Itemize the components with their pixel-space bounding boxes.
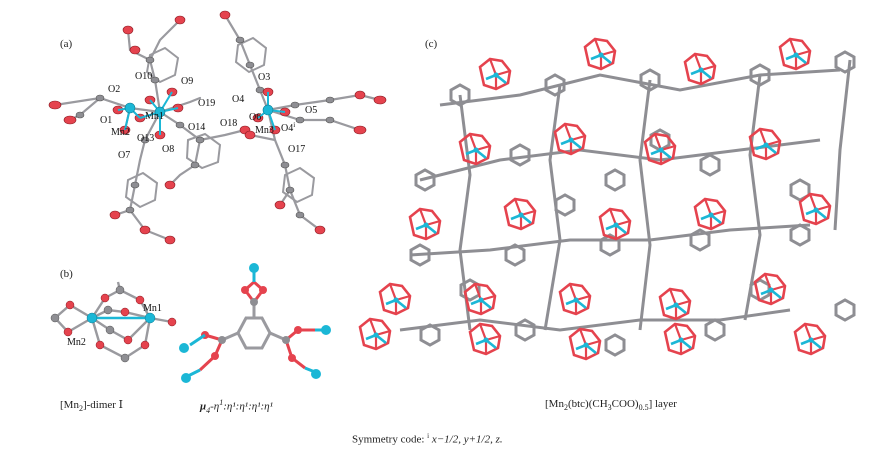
label-o13: O13 xyxy=(137,133,154,144)
label-o8: O8 xyxy=(162,144,174,155)
label-o3: O3 xyxy=(258,72,270,83)
label-o2: O2 xyxy=(108,84,120,95)
label-o7: O7 xyxy=(118,150,130,161)
label-o9: O9 xyxy=(181,76,193,87)
label-mn2: Mn2 xyxy=(111,127,130,138)
caption-coordination-mode: μ4-η1:η¹:η¹:η¹:η¹ xyxy=(200,398,273,415)
label-mn3: Mn3 xyxy=(255,125,274,136)
panel-label-a: (a) xyxy=(60,38,73,50)
label-o1: O1 xyxy=(100,115,112,126)
label-o10: O10 xyxy=(135,71,152,82)
label-o6: O6 xyxy=(249,112,261,123)
dimer-label-mn2: Mn2 xyxy=(67,337,86,348)
caption-layer: [Mn2(btc)(CH3COO)0.5] layer xyxy=(545,398,677,413)
label-o14: O14 xyxy=(188,122,205,133)
label-o17: O17 xyxy=(288,144,305,155)
symmetry-code: Symmetry code: i x−1/2, y+1/2, z. xyxy=(352,432,503,446)
label-mn1: Mn1 xyxy=(145,111,164,122)
label-o5: O5 xyxy=(305,105,317,116)
panel-label-c: (c) xyxy=(425,38,438,50)
label-o4i: O4i xyxy=(281,121,295,134)
dimer-label-mn1: Mn1 xyxy=(143,303,162,314)
panel-label-b: (b) xyxy=(60,268,73,280)
caption-dimer: [Mn2]-dimer Ⅰ xyxy=(60,399,124,414)
label-o4: O4 xyxy=(232,94,244,105)
label-o18: O18 xyxy=(220,118,237,129)
label-o19: O19 xyxy=(198,98,215,109)
